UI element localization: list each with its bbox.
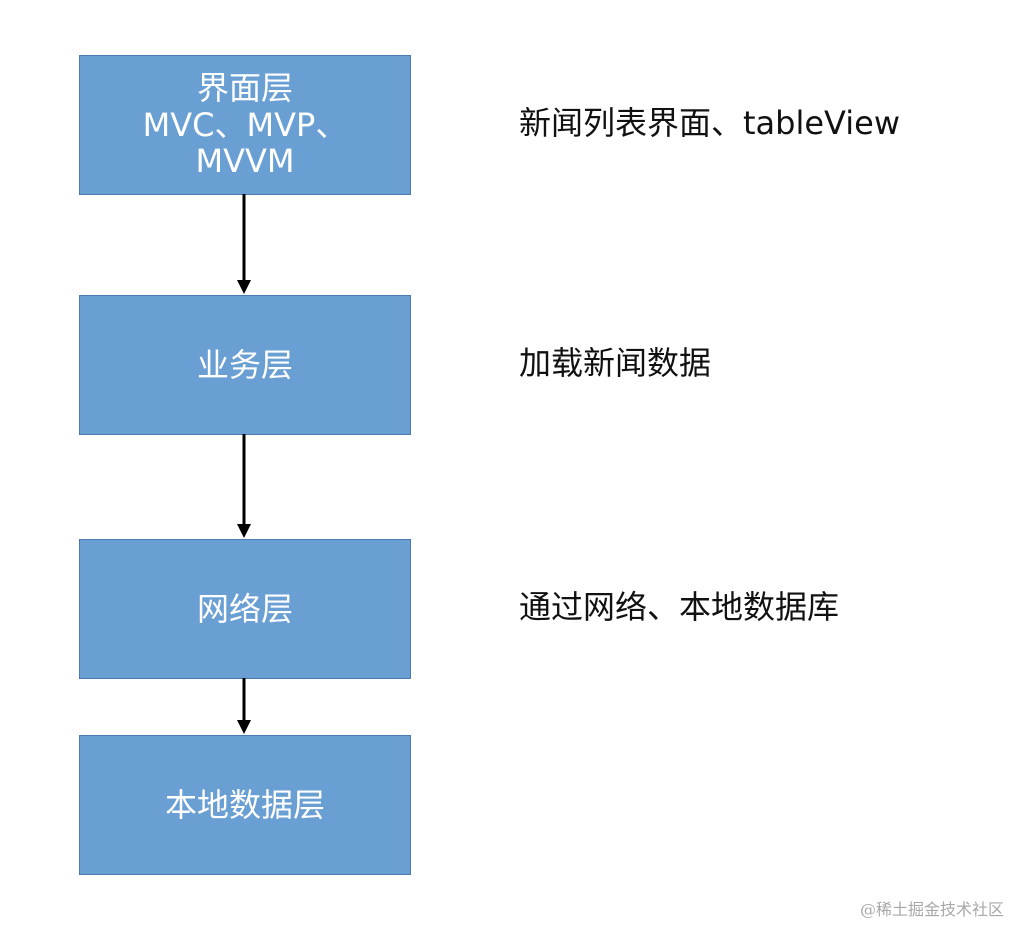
business-layer-box: 业务层 xyxy=(79,295,411,435)
local-data-layer-title: 本地数据层 xyxy=(164,785,325,824)
ui-layer-title: 界面层 xyxy=(196,68,293,107)
watermark: @稀土掘金技术社区 xyxy=(859,900,1004,919)
arrow-business-to-network xyxy=(237,434,251,538)
business-layer-title: 业务层 xyxy=(196,345,293,384)
ui-layer-box: 界面层 MVC、MVP、 MVVM xyxy=(79,55,411,195)
arrow-ui-to-business xyxy=(237,194,251,294)
business-layer-description: 加载新闻数据 xyxy=(519,344,712,382)
ui-layer-pattern-line-2: MVVM xyxy=(195,142,295,181)
local-data-layer-box: 本地数据层 xyxy=(79,735,411,875)
ui-layer-pattern-line-1: MVC、MVP、 xyxy=(142,105,348,144)
ui-layer-description: 新闻列表界面、tableView xyxy=(519,104,900,142)
network-layer-box: 网络层 xyxy=(79,539,411,679)
network-layer-description: 通过网络、本地数据库 xyxy=(519,588,840,626)
arrow-network-to-local-data xyxy=(237,678,251,734)
network-layer-title: 网络层 xyxy=(196,589,293,628)
